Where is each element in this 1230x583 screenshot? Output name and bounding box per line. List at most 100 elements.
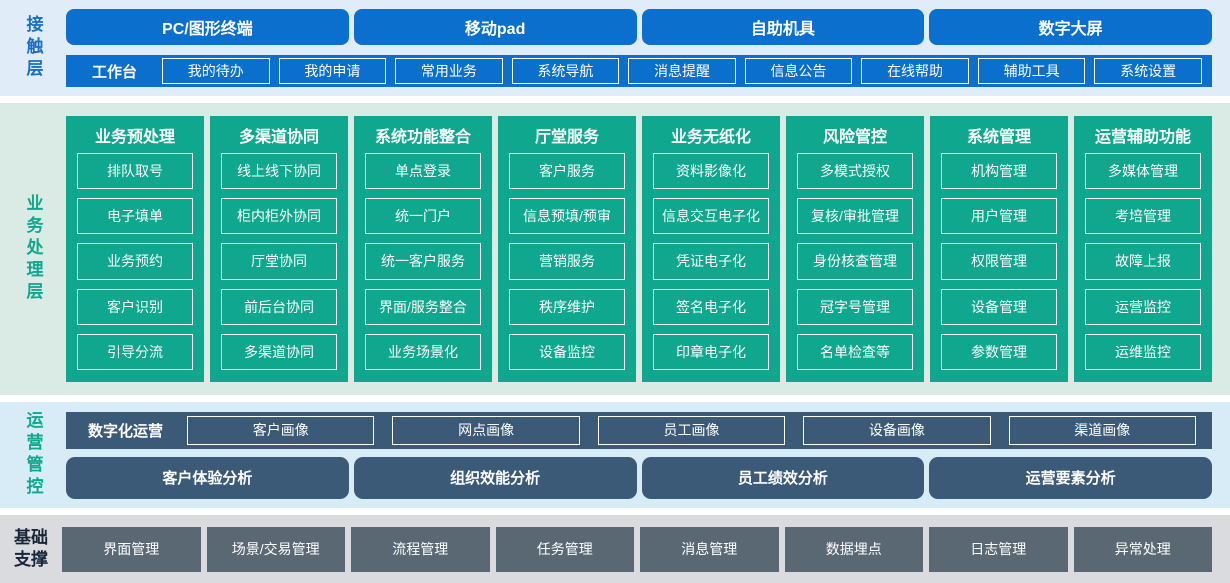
business-column-items: 多媒体管理考培管理故障上报运营监控运维监控 bbox=[1085, 153, 1201, 371]
section-operations: 运营管控 数字化运营 客户画像网点画像员工画像设备画像渠道画像 客户体验分析组织… bbox=[0, 402, 1230, 508]
workbench-item-button[interactable]: 我的待办 bbox=[162, 58, 270, 84]
analysis-button[interactable]: 员工绩效分析 bbox=[641, 456, 925, 499]
feature-button[interactable]: 复核/审批管理 bbox=[797, 198, 913, 235]
foundation-content: 界面管理场景/交易管理流程管理任务管理消息管理数据埋点日志管理异常处理 bbox=[62, 515, 1230, 583]
feature-button[interactable]: 机构管理 bbox=[941, 153, 1057, 190]
business-column: 系统管理机构管理用户管理权限管理设备管理参数管理 bbox=[930, 116, 1068, 382]
business-column-title: 系统管理 bbox=[966, 129, 1031, 146]
feature-button[interactable]: 营销服务 bbox=[509, 243, 625, 280]
feature-button[interactable]: 考培管理 bbox=[1085, 198, 1201, 235]
feature-button[interactable]: 引导分流 bbox=[77, 333, 193, 371]
feature-button[interactable]: 签名电子化 bbox=[653, 288, 769, 325]
workbench-item-button[interactable]: 信息公告 bbox=[744, 58, 853, 84]
feature-button[interactable]: 秩序维护 bbox=[509, 288, 625, 325]
terminal-button[interactable]: 数字大屏 bbox=[929, 9, 1212, 45]
business-column-items: 线上线下协同柜内柜外协同厅堂协同前后台协同多渠道协同 bbox=[221, 153, 337, 371]
profile-button[interactable]: 渠道画像 bbox=[1008, 415, 1196, 445]
feature-button[interactable]: 设备监控 bbox=[509, 333, 625, 371]
feature-button[interactable]: 统一门户 bbox=[365, 198, 481, 235]
foundation-item-button[interactable]: 界面管理 bbox=[62, 526, 201, 572]
business-column: 厅堂服务客户服务信息预填/预审营销服务秩序维护设备监控 bbox=[498, 116, 636, 382]
feature-button[interactable]: 多渠道协同 bbox=[221, 333, 337, 371]
feature-button[interactable]: 凭证电子化 bbox=[653, 243, 769, 280]
feature-button[interactable]: 柜内柜外协同 bbox=[221, 198, 337, 235]
foundation-row: 界面管理场景/交易管理流程管理任务管理消息管理数据埋点日志管理异常处理 bbox=[62, 526, 1212, 572]
feature-button[interactable]: 线上线下协同 bbox=[221, 153, 337, 190]
foundation-label: 基础支撑 bbox=[14, 527, 48, 569]
foundation-item-button[interactable]: 日志管理 bbox=[929, 526, 1068, 572]
foundation-item-button[interactable]: 数据埋点 bbox=[784, 526, 923, 572]
profile-button[interactable]: 员工画像 bbox=[597, 415, 786, 445]
business-column: 多渠道协同线上线下协同柜内柜外协同厅堂协同前后台协同多渠道协同 bbox=[210, 116, 348, 382]
feature-button[interactable]: 信息交互电子化 bbox=[653, 198, 769, 235]
business-column: 运营辅助功能多媒体管理考培管理故障上报运营监控运维监控 bbox=[1074, 116, 1212, 382]
foundation-item-button[interactable]: 场景/交易管理 bbox=[206, 526, 345, 572]
foundation-item-button[interactable]: 消息管理 bbox=[640, 526, 779, 572]
feature-button[interactable]: 设备管理 bbox=[941, 288, 1057, 325]
workbench-item-button[interactable]: 系统导航 bbox=[511, 58, 620, 84]
workbench-item-button[interactable]: 在线帮助 bbox=[861, 58, 969, 84]
feature-button[interactable]: 前后台协同 bbox=[221, 288, 337, 325]
feature-button[interactable]: 名单检查等 bbox=[797, 333, 913, 371]
business-column-title: 业务预处理 bbox=[94, 129, 175, 146]
business-column-items: 客户服务信息预填/预审营销服务秩序维护设备监控 bbox=[509, 153, 625, 371]
contact-layer-label: 接触层 bbox=[23, 15, 43, 81]
feature-button[interactable]: 业务预约 bbox=[77, 243, 193, 280]
feature-button[interactable]: 冠字号管理 bbox=[797, 288, 913, 325]
business-column-title: 系统功能整合 bbox=[374, 129, 471, 146]
feature-button[interactable]: 资料影像化 bbox=[653, 153, 769, 190]
feature-button[interactable]: 单点登录 bbox=[365, 153, 481, 190]
terminal-button[interactable]: PC/图形终端 bbox=[66, 9, 349, 45]
foundation-item-button[interactable]: 任务管理 bbox=[495, 526, 634, 572]
feature-button[interactable]: 业务场景化 bbox=[365, 333, 481, 371]
terminal-button[interactable]: 自助机具 bbox=[641, 9, 925, 45]
business-column: 系统功能整合单点登录统一门户统一客户服务界面/服务整合业务场景化 bbox=[354, 116, 492, 382]
analysis-button[interactable]: 运营要素分析 bbox=[929, 456, 1212, 499]
feature-button[interactable]: 排队取号 bbox=[77, 153, 193, 190]
foundation-item-button[interactable]: 异常处理 bbox=[1073, 526, 1212, 572]
feature-button[interactable]: 多媒体管理 bbox=[1085, 153, 1201, 190]
workbench-item-button[interactable]: 我的申请 bbox=[278, 58, 387, 84]
feature-button[interactable]: 客户识别 bbox=[77, 288, 193, 325]
business-column-items: 多模式授权复核/审批管理身份核查管理冠字号管理名单检查等 bbox=[797, 153, 913, 371]
workbench-item-button[interactable]: 消息提醒 bbox=[628, 58, 736, 84]
digital-ops-bar: 数字化运营 客户画像网点画像员工画像设备画像渠道画像 bbox=[66, 411, 1212, 449]
feature-button[interactable]: 用户管理 bbox=[941, 198, 1057, 235]
analysis-button[interactable]: 组织效能分析 bbox=[353, 456, 637, 499]
feature-button[interactable]: 统一客户服务 bbox=[365, 243, 481, 280]
feature-button[interactable]: 运维监控 bbox=[1085, 333, 1201, 371]
operations-content: 数字化运营 客户画像网点画像员工画像设备画像渠道画像 客户体验分析组织效能分析员… bbox=[66, 402, 1230, 508]
feature-button[interactable]: 权限管理 bbox=[941, 243, 1057, 280]
workbench-bar: 工作台 我的待办我的申请常用业务系统导航消息提醒信息公告在线帮助辅助工具系统设置 bbox=[66, 55, 1212, 87]
feature-button[interactable]: 厅堂协同 bbox=[221, 243, 337, 280]
feature-button[interactable]: 身份核查管理 bbox=[797, 243, 913, 280]
workbench-item-button[interactable]: 常用业务 bbox=[395, 58, 503, 84]
workbench-item-button[interactable]: 辅助工具 bbox=[977, 58, 1086, 84]
feature-button[interactable]: 参数管理 bbox=[941, 333, 1057, 371]
profile-button[interactable]: 客户画像 bbox=[187, 415, 375, 445]
profile-button[interactable]: 网点画像 bbox=[392, 415, 580, 445]
feature-button[interactable]: 印章电子化 bbox=[653, 333, 769, 371]
feature-button[interactable]: 多模式授权 bbox=[797, 153, 913, 190]
workbench-item-button[interactable]: 系统设置 bbox=[1094, 58, 1202, 84]
business-column: 风险管控多模式授权复核/审批管理身份核查管理冠字号管理名单检查等 bbox=[786, 116, 924, 382]
operations-label-col: 运营管控 bbox=[0, 402, 66, 508]
profile-button[interactable]: 设备画像 bbox=[803, 415, 991, 445]
foundation-item-button[interactable]: 流程管理 bbox=[351, 526, 490, 572]
business-column-items: 单点登录统一门户统一客户服务界面/服务整合业务场景化 bbox=[365, 153, 481, 371]
business-column-title: 运营辅助功能 bbox=[1094, 129, 1191, 146]
terminal-button[interactable]: 移动pad bbox=[353, 9, 637, 45]
feature-button[interactable]: 电子填单 bbox=[77, 198, 193, 235]
contact-layer-label-col: 接触层 bbox=[0, 0, 66, 96]
feature-button[interactable]: 客户服务 bbox=[509, 153, 625, 190]
workbench-label: 工作台 bbox=[92, 63, 138, 81]
feature-button[interactable]: 运营监控 bbox=[1085, 288, 1201, 325]
business-layer-label-col: 业务处理层 bbox=[0, 103, 66, 395]
feature-button[interactable]: 信息预填/预审 bbox=[509, 198, 625, 235]
feature-button[interactable]: 界面/服务整合 bbox=[365, 288, 481, 325]
digital-ops-label: 数字化运营 bbox=[88, 422, 164, 440]
feature-button[interactable]: 故障上报 bbox=[1085, 243, 1201, 280]
analysis-button[interactable]: 客户体验分析 bbox=[66, 456, 349, 499]
